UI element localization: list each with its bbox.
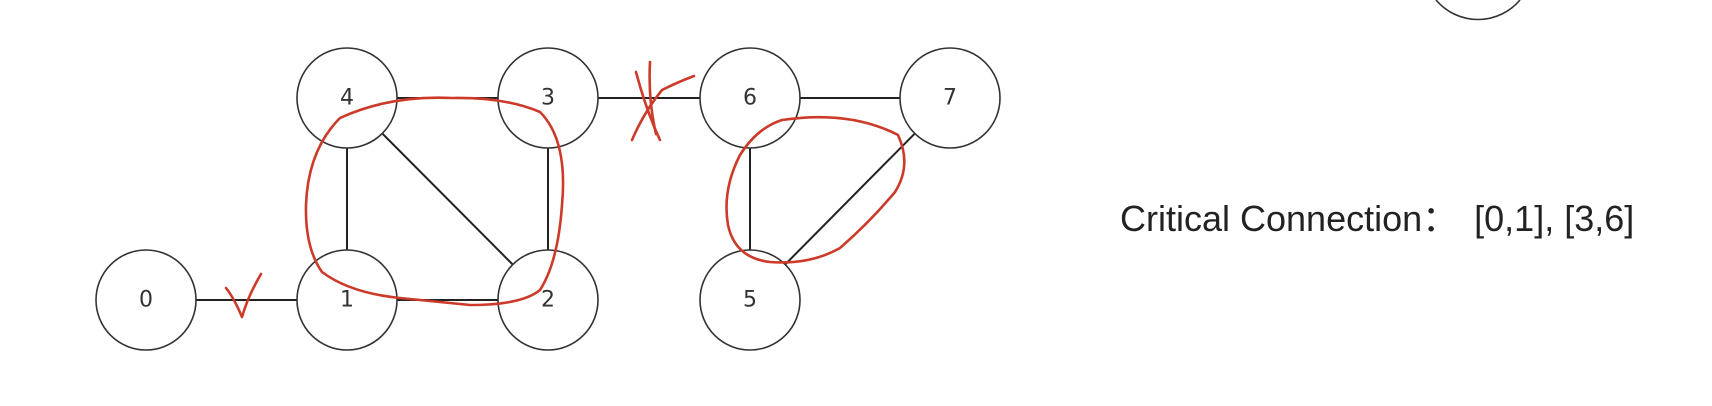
graph-node-1: 1 xyxy=(296,249,398,351)
node-circle-3 xyxy=(497,47,599,149)
node-label-3: 3 xyxy=(541,86,555,111)
cross-edge-3-6-stroke-a xyxy=(634,70,662,142)
node-circle-4 xyxy=(296,47,398,149)
node-circle-1 xyxy=(296,249,398,351)
node-label-4: 4 xyxy=(340,86,354,111)
node-circle-2 xyxy=(497,249,599,351)
node-label-2: 2 xyxy=(541,288,555,313)
partial-node-outline xyxy=(1435,0,1521,21)
node-label-7: 7 xyxy=(943,86,957,111)
node-circle-5 xyxy=(699,249,801,351)
node-label-0: 0 xyxy=(139,288,153,313)
handwritten-annotations xyxy=(224,60,906,319)
graph-node-6: 6 xyxy=(699,47,801,149)
node-label-6: 6 xyxy=(743,86,757,111)
node-label-1: 1 xyxy=(340,288,354,313)
component-outline-5-6-7 xyxy=(725,115,906,264)
cross-edge-3-6-stroke-b xyxy=(630,74,696,142)
component-outline-1-2-3-4 xyxy=(304,96,565,307)
critical-connection-result: Critical Connection： [0,1], [3,6] xyxy=(1120,190,1634,242)
checkmark-edge-0-1 xyxy=(224,272,263,319)
node-circle-0 xyxy=(95,249,197,351)
node-label-5: 5 xyxy=(743,288,757,313)
critical-connection-values: [0,1], [3,6] xyxy=(1474,198,1635,239)
critical-connection-label: Critical Connection： xyxy=(1120,198,1459,239)
node-circle-7 xyxy=(899,47,1001,149)
graph-node-7: 7 xyxy=(899,47,1001,149)
cross-edge-3-6-stroke-c xyxy=(648,60,658,136)
graph-node-4: 4 xyxy=(296,47,398,149)
graph-node-3: 3 xyxy=(497,47,599,149)
graph-node-0: 0 xyxy=(95,249,197,351)
graph-node-2: 2 xyxy=(497,249,599,351)
graph-node-5: 5 xyxy=(699,249,801,351)
graph-nodes: 0 1 2 3 4 5 6 7 xyxy=(95,47,1001,351)
